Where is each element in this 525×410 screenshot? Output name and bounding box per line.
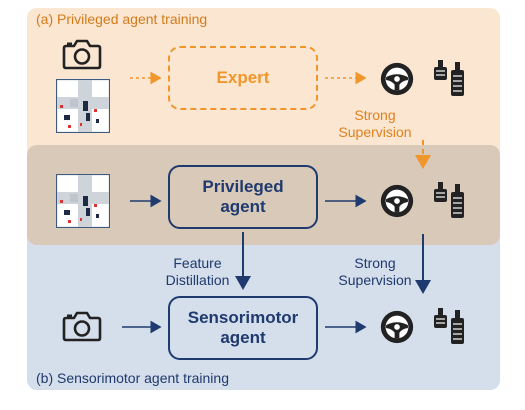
steering-wheel-icon	[380, 310, 414, 344]
pedals-icon	[433, 307, 465, 345]
feature-distillation-line2: Distillation	[165, 272, 230, 288]
birdseye-map-icon	[56, 79, 110, 133]
caption-sensorimotor-training: (b) Sensorimotor agent training	[36, 370, 229, 386]
strong-supervision-label-2: Strong Supervision	[330, 255, 420, 289]
strong-supervision-1-line2: Supervision	[338, 124, 412, 140]
strong-supervision-label-1: Strong Supervision	[330, 107, 420, 141]
privileged-agent-box: Privileged agent	[168, 165, 318, 229]
feature-distillation-label: Feature Distillation	[155, 255, 240, 289]
sensorimotor-label-line1: Sensorimotor	[187, 308, 299, 327]
privileged-label-line1: Privileged	[202, 177, 284, 196]
steering-wheel-icon	[380, 62, 414, 96]
expert-box: Expert	[168, 46, 318, 110]
strong-supervision-1-line1: Strong	[354, 107, 396, 123]
sensorimotor-label-line2: agent	[220, 328, 266, 347]
sensorimotor-agent-box: Sensorimotor agent	[168, 296, 318, 360]
expert-label: Expert	[216, 68, 270, 87]
feature-distillation-line1: Feature	[173, 255, 222, 271]
camera-icon	[62, 39, 102, 70]
strong-supervision-2-line2: Supervision	[338, 272, 412, 288]
birdseye-map-icon	[56, 174, 110, 228]
caption-privileged-training: (a) Privileged agent training	[36, 11, 208, 27]
privileged-label-line2: agent	[220, 197, 266, 216]
camera-icon	[62, 311, 102, 342]
steering-wheel-icon	[380, 184, 414, 218]
strong-supervision-2-line1: Strong	[354, 255, 396, 271]
pedals-icon	[433, 59, 465, 97]
pedals-icon	[433, 181, 465, 219]
